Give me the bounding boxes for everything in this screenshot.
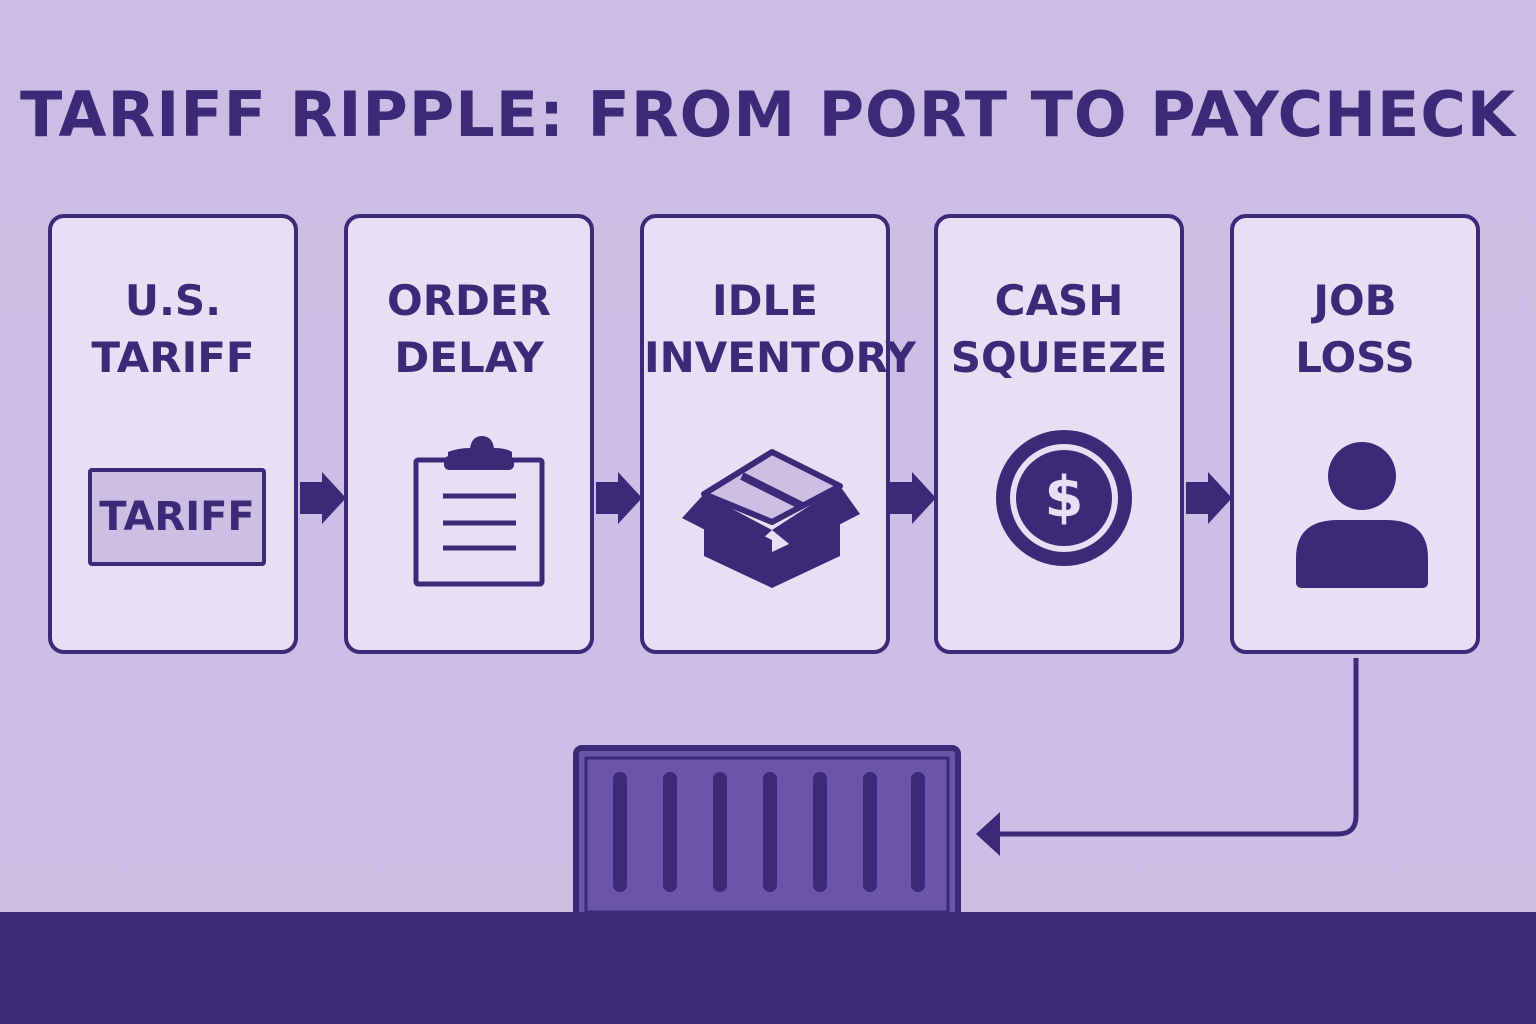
step-label-line1: JOB bbox=[1313, 276, 1397, 325]
tariff-sign-icon: TARIFF bbox=[88, 468, 266, 566]
step-label-line2: INVENTORY bbox=[644, 333, 916, 382]
step-card-order-delay: ORDER DELAY bbox=[344, 214, 594, 654]
step-label-line2: LOSS bbox=[1295, 333, 1415, 382]
step-label-line2: DELAY bbox=[394, 333, 544, 382]
step-card-cash-squeeze: CASH SQUEEZE $ bbox=[934, 214, 1184, 654]
step-label-line1: ORDER bbox=[387, 276, 551, 325]
return-connector bbox=[996, 658, 1359, 837]
step-card-idle-inventory: IDLE INVENTORY bbox=[640, 214, 916, 654]
step-label: ORDER DELAY bbox=[348, 272, 590, 386]
arrow-left-icon bbox=[976, 812, 1000, 856]
ground-strip bbox=[0, 912, 1536, 1024]
arrow-icon bbox=[596, 472, 642, 524]
step-label-line1: CASH bbox=[994, 276, 1124, 325]
step-label: JOB LOSS bbox=[1234, 272, 1476, 386]
step-label-line2: SQUEEZE bbox=[950, 333, 1168, 382]
step-label: IDLE INVENTORY bbox=[644, 272, 916, 386]
step-label-line2: TARIFF bbox=[91, 333, 255, 382]
shipping-container-icon bbox=[573, 745, 961, 921]
arrow-icon bbox=[1186, 472, 1232, 524]
step-card-job-loss: JOB LOSS bbox=[1230, 214, 1480, 654]
page-title: TARIFF RIPPLE: FROM PORT TO PAYCHECK bbox=[20, 78, 1516, 151]
step-label: U.S. TARIFF bbox=[52, 272, 294, 386]
open-box-icon bbox=[682, 449, 860, 588]
arrow-icon bbox=[300, 472, 346, 524]
svg-text:$: $ bbox=[1045, 465, 1084, 530]
step-label-line1: U.S. bbox=[124, 276, 222, 325]
person-icon bbox=[1296, 442, 1428, 588]
clipboard-icon bbox=[413, 436, 545, 587]
tariff-sign-text: TARIFF bbox=[99, 494, 255, 540]
step-label: CASH SQUEEZE bbox=[938, 272, 1180, 386]
step-label-line1: IDLE bbox=[712, 276, 818, 325]
dollar-coin-icon: $ bbox=[996, 430, 1132, 566]
step-card-us-tariff: U.S. TARIFF TARIFF bbox=[48, 214, 298, 654]
arrow-icon bbox=[890, 472, 936, 524]
